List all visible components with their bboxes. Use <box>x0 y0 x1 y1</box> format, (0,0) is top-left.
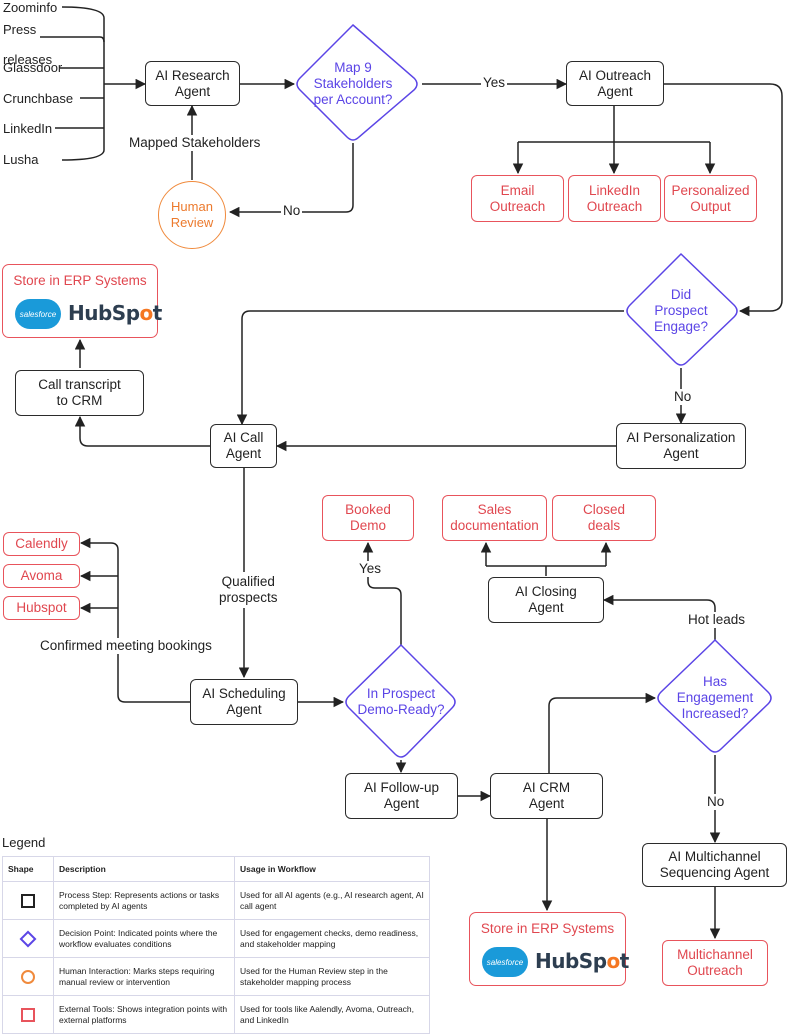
legend-usage: Used for all AI agents (e.g., AI researc… <box>234 881 430 920</box>
label-yes-demo: Yes <box>357 561 384 577</box>
decision-diamond-engage <box>626 252 738 366</box>
ai-multichannel-sequencing-agent: AI Multichannel Sequencing Agent <box>642 843 787 887</box>
ai-personalization-agent: AI Personalization Agent <box>616 423 746 469</box>
salesforce-logo: salesforce <box>482 947 528 977</box>
legend-usage: Used for the Human Review step in the st… <box>234 957 430 996</box>
decision-diamond-demo-ready <box>345 643 456 758</box>
legend-row: Process Step: Represents actions or task… <box>2 881 430 920</box>
call-transcript-to-crm: Call transcript to CRM <box>15 370 144 416</box>
legend-table: Shape Description Usage in Workflow Proc… <box>2 856 430 1034</box>
label-qualified-prospects: Qualified prospects <box>217 572 280 608</box>
linkedin-outreach: LinkedIn Outreach <box>568 175 661 222</box>
decision-engagement-increased-text: Has Engagement Increased? <box>676 674 754 721</box>
orange-circle-icon <box>21 969 35 984</box>
legend-header-usage: Usage in Workflow <box>234 856 430 882</box>
ai-research-agent: AI Research Agent <box>145 61 240 106</box>
legend-header-row: Shape Description Usage in Workflow <box>2 856 430 882</box>
label-confirmed-meeting-bookings: Confirmed meeting bookings <box>38 638 214 654</box>
ai-crm-agent: AI CRM Agent <box>490 773 603 819</box>
label-no-map9: No <box>281 203 303 219</box>
label-no-engage: No <box>672 389 694 405</box>
decision-diamond-map9 <box>296 23 418 141</box>
source-lusha: Lusha <box>3 152 39 167</box>
erp-title: Store in ERP Systems <box>13 273 147 288</box>
ai-closing-agent: AI Closing Agent <box>488 577 604 623</box>
source-glassdoor: Glassdoor <box>3 60 63 75</box>
erp-storage-top: Store in ERP Systems salesforce HubSpot <box>2 264 162 338</box>
label-mapped-stakeholders: Mapped Stakeholders <box>127 135 263 151</box>
purple-diamond-icon <box>19 930 37 947</box>
legend-header-description: Description <box>53 856 235 882</box>
avoma-tool: Avoma <box>3 564 80 588</box>
multichannel-outreach: Multichannel Outreach <box>662 940 768 986</box>
decision-diamond-engagement <box>657 638 772 753</box>
legend-usage: Used for engagement checks, demo readine… <box>234 919 430 958</box>
personalized-output: Personalized Output <box>664 175 757 222</box>
label-no-engagement: No <box>705 794 727 810</box>
legend-usage: Used for tools like Aalendly, Avoma, Out… <box>234 995 430 1034</box>
hubspot-logo: HubSpot <box>535 949 629 973</box>
source-press-releases: Press releases <box>3 22 53 67</box>
ai-call-agent: AI Call Agent <box>210 424 277 468</box>
human-review: Human Review <box>158 181 226 249</box>
black-square-icon <box>21 893 35 908</box>
label-yes-map9: Yes <box>481 75 508 91</box>
booked-demo: Booked Demo <box>322 495 414 541</box>
decision-map9-text: Map 9 Stakeholders per Account? <box>313 60 393 107</box>
legend-title: Legend <box>2 835 46 850</box>
salesforce-logo: salesforce <box>15 299 61 329</box>
ai-followup-agent: AI Follow-up Agent <box>345 773 458 819</box>
ai-outreach-agent: AI Outreach Agent <box>566 61 664 106</box>
legend-row: Decision Point: Indicated points where t… <box>2 919 430 958</box>
source-zoominfo: Zoominfo <box>3 0 58 15</box>
email-outreach: Email Outreach <box>471 175 564 222</box>
red-square-icon <box>21 1007 35 1022</box>
legend-desc: Process Step: Represents actions or task… <box>53 881 235 920</box>
ai-scheduling-agent: AI Scheduling Agent <box>190 679 298 725</box>
hubspot-tool: Hubspot <box>3 596 80 620</box>
source-linkedin: LinkedIn <box>3 121 53 136</box>
label-hot-leads: Hot leads <box>686 612 748 628</box>
erp-title: Store in ERP Systems <box>480 921 615 936</box>
hubspot-logo: HubSpot <box>68 301 162 325</box>
source-crunchbase: Crunchbase <box>3 91 74 106</box>
legend-desc: Human Interaction: Marks steps requiring… <box>53 957 235 996</box>
calendly-tool: Calendly <box>3 532 80 556</box>
decision-engage-text: Did Prospect Engage? <box>653 287 709 334</box>
legend-desc: Decision Point: Indicated points where t… <box>53 919 235 958</box>
legend-header-shape: Shape <box>2 856 54 882</box>
legend-row: External Tools: Shows integration points… <box>2 995 430 1034</box>
closed-deals: Closed deals <box>552 495 656 541</box>
legend-desc: External Tools: Shows integration points… <box>53 995 235 1034</box>
legend-row: Human Interaction: Marks steps requiring… <box>2 957 430 996</box>
erp-storage-bottom: Store in ERP Systems salesforce HubSpot <box>469 912 629 986</box>
decision-demo-ready-text: In Prospect Demo-Ready? <box>357 686 445 717</box>
sales-documentation: Sales documentation <box>442 495 547 541</box>
